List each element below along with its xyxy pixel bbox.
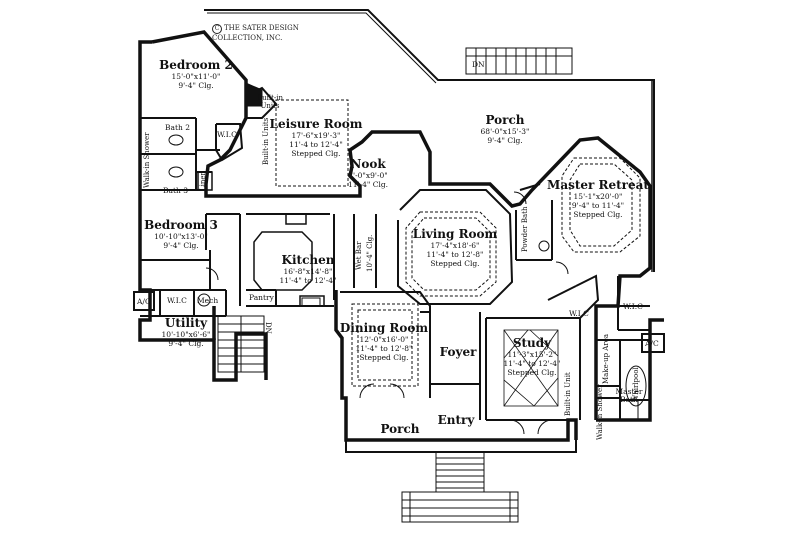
rear-porch-outline (204, 9, 655, 272)
room-foyer: Foyer (440, 345, 477, 359)
room-dimensions: 68'-0"x15'-3" (480, 127, 530, 136)
room-ceiling: 11'-4 to 12'-4" (289, 140, 343, 149)
room-name: Bedroom 2 (159, 58, 233, 72)
doors (205, 191, 569, 435)
label-bath-2: Bath 2 (165, 123, 190, 132)
room-name: Utility (164, 316, 208, 330)
ac-units (133, 291, 665, 353)
copyright-line2: COLLECTION, INC. (212, 34, 283, 42)
room-ceiling-type: Stepped Clg. (359, 353, 409, 362)
label-dn-stair: DN (264, 322, 272, 334)
room-ceiling: 11'-4" to 12'-8" (355, 344, 413, 353)
label-built-in-units-vertical: Built-in Units (262, 117, 270, 165)
copyright-icon: C (212, 24, 222, 34)
label-wic-utility: W.I.C (167, 296, 187, 305)
room-leisure: Leisure Room 17'-6"x19'-3" 11'-4 to 12'-… (270, 117, 363, 158)
room-dimensions: 16'-8"x14'-8" (283, 267, 333, 276)
room-name: Kitchen (281, 253, 335, 267)
fixtures (168, 134, 651, 421)
room-master-retreat: Master Retreat 15'-1"x20'-0" 9'-4" to 11… (547, 178, 649, 219)
room-ceiling-type: Stepped Clg. (430, 259, 480, 268)
label-mech: Mech (197, 296, 219, 305)
room-utility: Utility 10'-10"x6'-6" 9'-4" Clg. (162, 316, 211, 348)
room-bedroom-3: Bedroom 3 10'-10"x13'-0" 9'-4" Clg. (144, 218, 218, 250)
interior-stair (217, 315, 265, 373)
room-ceiling-type: Stepped Clg. (291, 149, 341, 158)
kitchen-island (253, 213, 325, 307)
label-ac-right: A/C (645, 339, 659, 348)
room-dimensions: 15'-1"x20'-0" (573, 192, 623, 201)
room-name: Study (512, 336, 552, 350)
room-ceiling-type: Stepped Clg. (507, 368, 557, 377)
label-wic-master: W.I.C (623, 302, 643, 311)
built-in-solid (247, 83, 263, 107)
rear-stair (465, 47, 573, 75)
room-ceiling: 9'-4" to 11'-4" (571, 201, 625, 210)
room-ceiling: 9'-4" Clg. (487, 136, 523, 145)
room-dimensions: 17'-6"x19'-3" (291, 131, 341, 140)
stepped-ceiling-outlines (275, 99, 641, 387)
room-ceiling: 11'-4" to 12'-4" (503, 359, 561, 368)
label-dn-rear: DN (472, 60, 485, 69)
room-living: Living Room 17'-4"x18'-6" 11'-4" to 12'-… (413, 227, 498, 268)
label-linen: Linen (199, 170, 207, 191)
room-name: Porch (485, 113, 525, 127)
label-built-in-units: Built-in Units (256, 94, 284, 110)
room-ceiling: 9'-4" Clg. (163, 241, 199, 250)
copyright-line1: THE SATER DESIGN (224, 24, 299, 32)
room-bedroom-2: Bedroom 2 15'-0"x11'-0" 9'-4" Clg. (159, 58, 233, 90)
label-powder-bath: Powder Bath (521, 206, 529, 252)
label-walk-in-shower-bath3: Walk-in Shower (143, 132, 151, 188)
label-wet-bar: Wet Bar (355, 241, 363, 270)
room-ceiling: 9'-4" Clg. (168, 339, 204, 348)
room-name: Dining Room (339, 321, 429, 335)
label-makeup-area: Make-up Area (602, 333, 610, 384)
room-entry: Entry (438, 413, 475, 427)
room-dimensions: 10'-10"x13'-0" (154, 232, 208, 241)
room-dimensions: 15'-0"x11'-0" (171, 72, 221, 81)
label-ac-left: A/C (137, 297, 151, 306)
room-dimensions: 7'-0"x9'-0" (348, 171, 388, 180)
label-wet-bar-ceiling: 10'-4" Clg. (366, 234, 374, 272)
room-dining: Dining Room 12'-0"x16'-0" 11'-4" to 12'-… (340, 321, 428, 362)
label-wic-bedroom2: W.I.C (217, 130, 237, 139)
room-porch-front: Porch (380, 422, 419, 436)
label-pantry: Pantry (249, 293, 274, 302)
room-ceiling: 9'-4" Clg. (178, 81, 214, 90)
room-dimensions: 17'-4"x18'-6" (430, 241, 480, 250)
room-kitchen: Kitchen 16'-8"x14'-8" 11'-4" to 12'-4" (279, 253, 336, 285)
room-nook: Nook 7'-0"x9'-0" 11'-4" Clg. (348, 157, 388, 189)
room-ceiling: 11'-4" to 12'-8" (426, 250, 484, 259)
room-porch-rear: Porch 68'-0"x15'-3" 9'-4" Clg. (481, 113, 530, 145)
room-ceiling-type: Stepped Clg. (573, 210, 623, 219)
room-name: Foyer (439, 345, 477, 359)
label-built-in-unit-study: Built-in Unit (564, 372, 572, 416)
front-porch (345, 440, 577, 523)
label-master-bath: Master Bath (615, 387, 643, 404)
room-dimensions: 11'-3"x15'-2" (507, 350, 557, 359)
room-study: Study 11'-3"x15'-2" 11'-4" to 12'-4" Ste… (503, 336, 560, 377)
room-ceiling: 11'-4" Clg. (347, 180, 389, 189)
room-name: Living Room (412, 227, 498, 241)
room-ceiling: 11'-4" to 12'-4" (279, 276, 337, 285)
room-name: Porch (380, 422, 420, 436)
room-name: Master Retreat (547, 178, 649, 192)
room-name: Bedroom 3 (144, 218, 218, 232)
room-name: Entry (437, 413, 475, 427)
room-dimensions: 12'-0"x16'-0" (359, 335, 409, 344)
label-wic-study: W.I.C (569, 309, 589, 318)
exterior-walls (138, 30, 664, 442)
study-floor-pattern (503, 329, 559, 407)
label-walk-in-shower: Walk-in Shower (596, 384, 604, 440)
room-dimensions: 10'-10"x6'-6" (161, 330, 211, 339)
room-name: Nook (350, 157, 386, 171)
room-name: Leisure Room (269, 117, 363, 131)
label-bath-3: Bath 3 (163, 186, 188, 195)
